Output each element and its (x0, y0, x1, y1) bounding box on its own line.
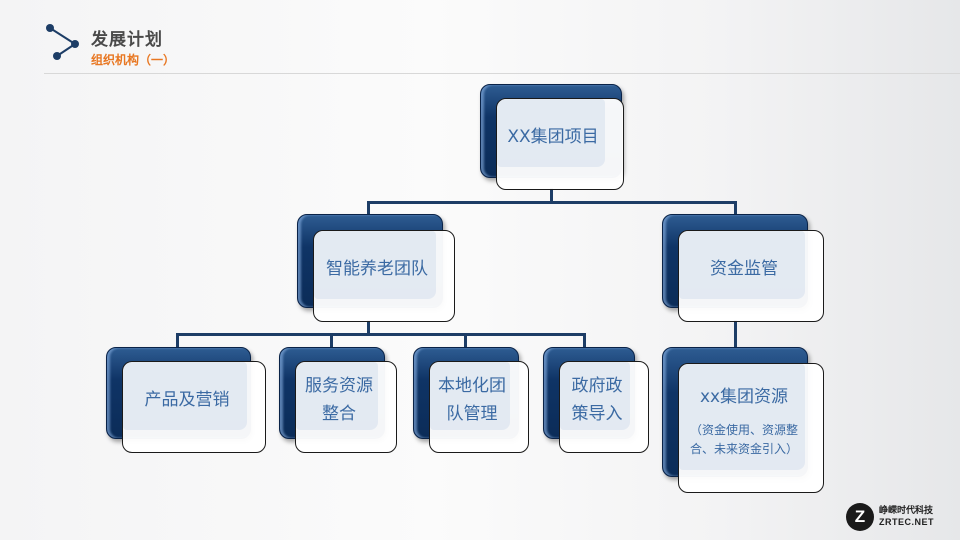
node-label: 产品及营销 (144, 390, 230, 410)
node-label: 智能养老团队 (326, 259, 428, 279)
z-logo-icon: Z (846, 503, 874, 531)
connector (464, 333, 467, 348)
connector (176, 333, 586, 336)
node-label: XX集团项目 (507, 127, 599, 147)
brand-logo: Z 峥嵘时代科技 ZRTEC.NET (846, 503, 934, 531)
brand-name-en: ZRTEC.NET (879, 517, 934, 527)
connector (583, 333, 586, 348)
header-divider (44, 73, 960, 74)
node-label: 服务资源整合 (305, 376, 373, 424)
node-label: 政府政策导入 (571, 376, 623, 424)
node-label: 本地化团队管理 (438, 376, 506, 424)
node-label: 资金监管 (710, 259, 778, 279)
connector (330, 333, 333, 348)
page-subtitle: 组织机构（一） (91, 53, 176, 67)
network-nodes-icon (46, 24, 79, 60)
node-label: xx集团资源 （资金使用、资源整合、未来资金引入） (681, 383, 821, 473)
connector (550, 188, 553, 202)
connector (734, 201, 737, 215)
connector (367, 201, 737, 204)
node-title: xx集团资源 (699, 387, 789, 407)
connector (367, 201, 370, 215)
connector (734, 320, 737, 348)
brand-name-cn: 峥嵘时代科技 (879, 506, 934, 516)
connector (176, 333, 179, 348)
node-subtitle: （资金使用、资源整合、未来资金引入） (689, 423, 798, 456)
page-title: 发展计划 (91, 30, 163, 50)
connector (367, 320, 370, 334)
